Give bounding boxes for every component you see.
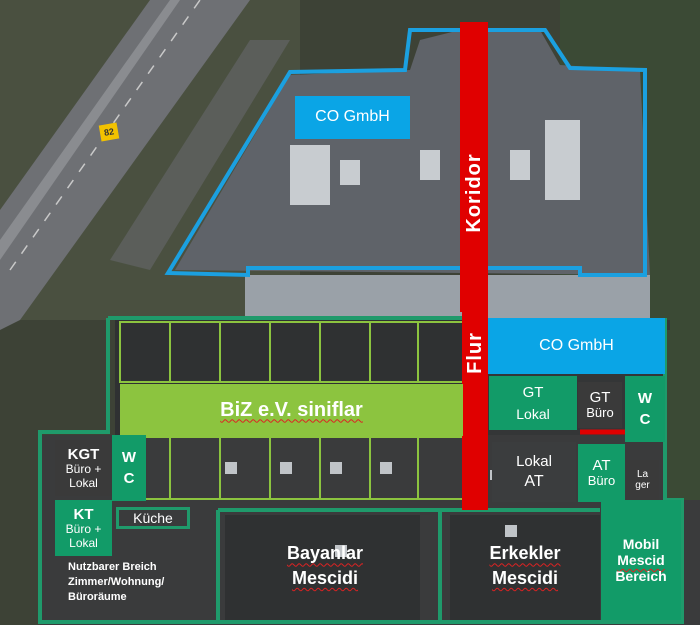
mobil-label-2: Mescid [617, 551, 665, 568]
flur-label: Flur [463, 332, 486, 374]
kgt-label-1: KGT [67, 445, 100, 463]
lager-room: La ger [626, 460, 659, 500]
gt-buro-label-1: GT [589, 388, 611, 406]
lokal-at-label-2: AT [524, 472, 544, 490]
mobil-label-1: Mobil [622, 535, 660, 552]
bayanlar-mescidi-room: Bayanlar Mescidi [250, 538, 400, 594]
lokal-at-label-1: Lokal [516, 452, 552, 470]
bayanlar-label-2: Mescidi [291, 568, 359, 588]
wc-left-label-2: C [123, 470, 135, 487]
gt-lokal-label-1: GT [522, 384, 544, 402]
kt-room: KT Büro + Lokal [55, 500, 112, 556]
flur-corridor [462, 312, 488, 510]
koridor-label: Koridor [462, 153, 485, 233]
biz-label: BiZ e.V. siniflar [220, 398, 363, 421]
wc-right-label-2: C [639, 411, 651, 428]
wc-right-room: W C [625, 376, 665, 442]
kt-label-1: KT [73, 505, 94, 523]
co-gmbh-top-label: CO GmbH [295, 96, 410, 139]
gt-buro-label-2: Büro [586, 405, 614, 421]
lager-label-2: ger [635, 480, 650, 491]
at-buro-room: AT Büro [578, 444, 625, 502]
kt-label-3: Lokal [69, 535, 98, 550]
at-buro-label-1: AT [592, 456, 611, 474]
gt-buro-room: GT Büro [578, 382, 622, 428]
mobil-mescid-bereich: Mobil Mescid Bereich [601, 500, 681, 620]
nutz-label-3: Büroräume [68, 591, 127, 603]
kgt-label-2: Büro + [65, 461, 102, 476]
kgt-label-3: Lokal [69, 475, 98, 490]
kt-label-2: Büro + [65, 521, 102, 536]
koridor-corridor [460, 22, 488, 312]
co-gmbh-right-label: CO GmbH [488, 318, 665, 374]
nutz-label-2: Zimmer/Wohnung/ [68, 576, 165, 588]
mobil-label-3: Bereich [615, 568, 667, 585]
gt-lokal-room: GT Lokal [489, 376, 577, 430]
erkekler-label-1: Erkekler [489, 543, 561, 564]
gt-lokal-label-2: Lokal [516, 405, 550, 422]
nutz-label-1: Nutzbarer Breich [68, 561, 157, 573]
bayanlar-label-1: Bayanlar [286, 543, 364, 564]
nutzbarer-bereich-label: Nutzbarer Breich Zimmer/Wohnung/ Büroräu… [68, 560, 218, 605]
road-sign-82: 82 [98, 122, 120, 142]
co-gmbh-outline [164, 28, 647, 278]
kgt-room: KGT Büro + Lokal [55, 440, 112, 496]
kuche-room: Küche [116, 507, 190, 529]
biz-classes-area: BiZ e.V. siniflar [120, 384, 463, 436]
lokal-at-room: Lokal AT [492, 442, 576, 502]
at-buro-label-2: Büro [587, 473, 616, 489]
wc-right-label-1: W [637, 389, 653, 407]
wc-left-room: W C [112, 435, 146, 501]
erkekler-mescidi-room: Erkekler Mescidi [450, 538, 600, 594]
erkekler-label-2: Mescidi [491, 568, 559, 588]
lager-label-1: La [636, 468, 649, 480]
wc-left-label-1: W [121, 448, 137, 466]
